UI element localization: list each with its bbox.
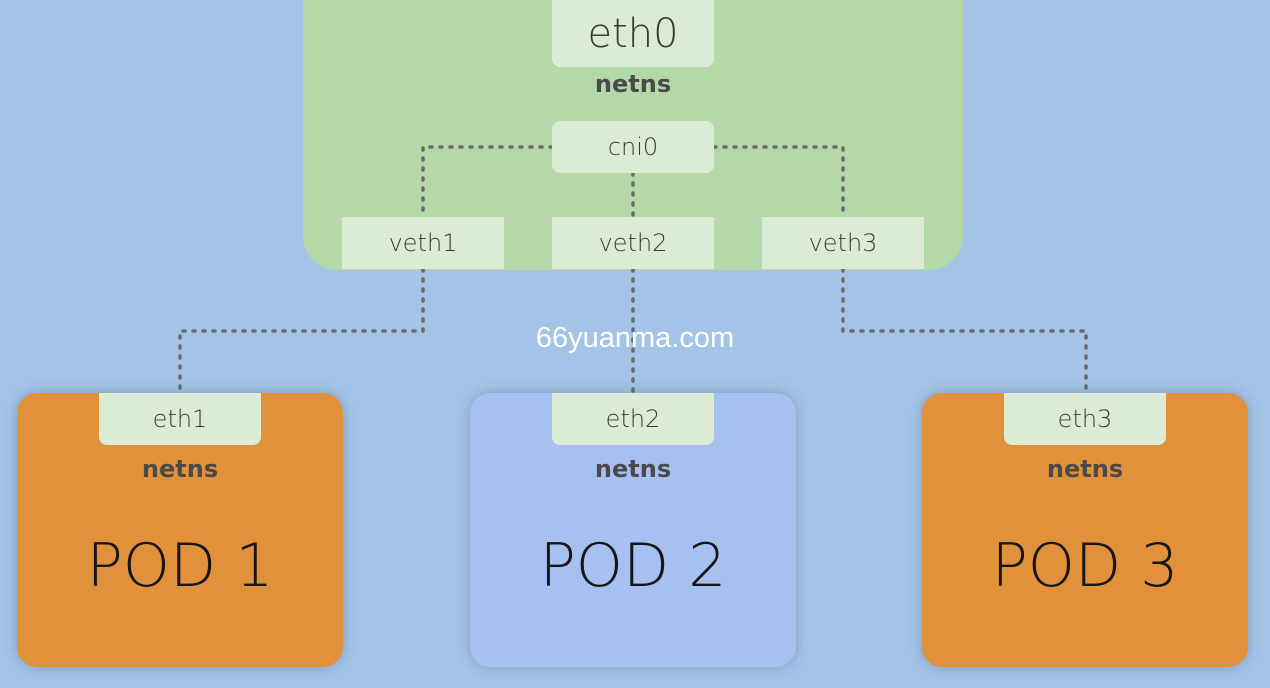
- veth3-interface: veth3: [762, 217, 924, 269]
- link-veth3-eth3: [841, 267, 1088, 395]
- pod-2-netns-label: netns: [594, 455, 672, 483]
- link-veth1-eth1: [178, 267, 425, 395]
- link-cni0-veth3: [712, 145, 845, 219]
- veth1-interface: veth1: [342, 217, 504, 269]
- eth1-interface: eth1: [99, 393, 261, 445]
- watermark-text: 66yuanma.com: [535, 322, 735, 354]
- cni0-bridge: cni0: [552, 121, 714, 173]
- pod-1-netns-label: netns: [141, 455, 219, 483]
- eth0-interface: eth0: [552, 0, 714, 67]
- pod-3-box: eth3 netns POD 3: [922, 393, 1248, 667]
- pod-2-label: POD 2: [539, 531, 727, 601]
- host-netns-label: netns: [594, 70, 672, 98]
- eth2-interface: eth2: [552, 393, 714, 445]
- link-cni0-veth1: [421, 145, 554, 219]
- pod-3-label: POD 3: [991, 531, 1179, 601]
- pod-1-label: POD 1: [86, 531, 274, 601]
- pod-1-box: eth1 netns POD 1: [17, 393, 343, 667]
- pod-3-netns-label: netns: [1046, 455, 1124, 483]
- pod-2-box: eth2 netns POD 2: [470, 393, 796, 667]
- eth3-interface: eth3: [1004, 393, 1166, 445]
- veth2-interface: veth2: [552, 217, 714, 269]
